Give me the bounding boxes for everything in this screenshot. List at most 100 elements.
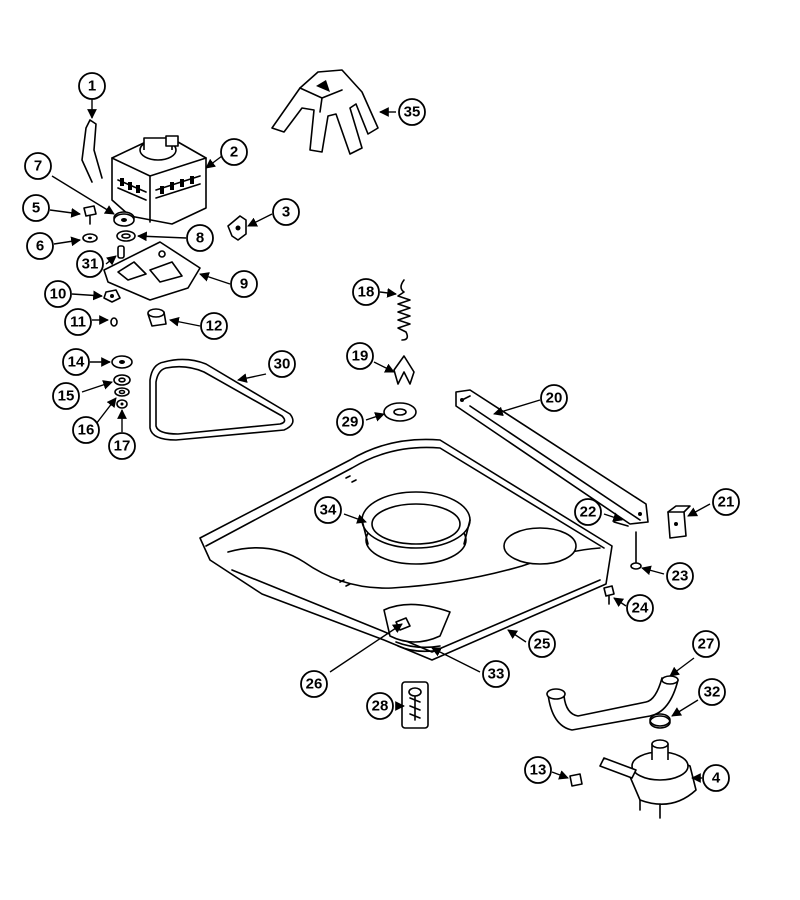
part-1-spring-clip [81,119,103,183]
callout-16: 16 [72,416,100,444]
part-3-bracket [227,215,247,241]
callout-4: 4 [702,764,730,792]
callout-32: 32 [698,678,726,706]
svg-text:10: 10 [50,286,67,303]
svg-text:13: 13 [530,762,547,779]
part-34-bearing-ring [361,491,471,565]
svg-text:27: 27 [698,636,715,653]
part-35-agitator-spider [271,69,379,155]
svg-text:20: 20 [546,390,563,407]
part-26-screw [383,603,451,643]
callout-23: 23 [666,562,694,590]
svg-text:1: 1 [88,78,96,95]
svg-text:7: 7 [34,158,42,175]
svg-text:18: 18 [358,284,375,301]
svg-text:29: 29 [342,414,359,431]
svg-text:11: 11 [70,314,86,331]
svg-text:30: 30 [274,356,291,373]
part-15-washer [113,374,131,386]
svg-text:19: 19 [352,348,369,365]
part-9-motor-mount-plate [103,241,201,301]
part-13-plug [569,773,583,787]
callout-12: 12 [200,312,228,340]
svg-text:4: 4 [712,770,721,787]
callout-17: 17 [108,432,136,460]
callout-8: 8 [186,224,214,252]
leader-lines [49,98,711,783]
svg-text:28: 28 [372,698,389,715]
svg-text:24: 24 [632,600,649,617]
callout-34: 34 [314,496,342,524]
svg-text:17: 17 [114,438,131,455]
svg-text:31: 31 [82,256,99,273]
callout-6: 6 [26,232,54,260]
part-22-pin [613,521,629,527]
callout-26: 26 [300,670,328,698]
part-11-pin [110,317,118,327]
callout-31: 31 [76,250,104,278]
callout-2: 2 [220,138,248,166]
svg-text:23: 23 [672,568,689,585]
svg-text:32: 32 [704,684,721,701]
callout-18: 18 [352,278,380,306]
callout-10: 10 [44,280,72,308]
callout-9: 9 [230,270,258,298]
svg-text:21: 21 [718,494,735,511]
part-2-drive-motor [111,135,207,225]
callout-21: 21 [712,488,740,516]
part-31-spacer [117,245,125,259]
svg-text:26: 26 [306,676,323,693]
callout-28: 28 [366,692,394,720]
svg-text:33: 33 [488,666,505,683]
part-19-clip [393,355,415,385]
callout-20: 20 [540,384,568,412]
part-16-washer [114,387,130,397]
svg-text:2: 2 [230,144,238,161]
callout-14: 14 [62,348,90,376]
part-8-washer [116,230,136,242]
callout-5: 5 [22,194,50,222]
svg-text:9: 9 [240,276,248,293]
callout-35: 35 [398,98,426,126]
callout-11: 11 [64,308,92,336]
part-30-drive-belt [149,358,294,441]
part-6-washer [82,233,98,243]
callout-24: 24 [626,594,654,622]
part-24-screw [603,585,615,605]
svg-text:16: 16 [78,422,95,439]
part-17-nut [116,399,128,409]
part-14-pulley [111,355,133,369]
callout-7: 7 [24,152,52,180]
part-18-spring [397,279,411,341]
svg-text:25: 25 [534,636,551,653]
part-7-pulley [113,213,135,227]
part-20-brace [455,389,649,525]
callout-27: 27 [692,630,720,658]
svg-text:3: 3 [282,204,290,221]
callout-1: 1 [78,72,106,100]
callout-22: 22 [574,498,602,526]
svg-text:6: 6 [36,238,44,255]
callout-33: 33 [482,660,510,688]
callout-25: 25 [528,630,556,658]
part-32-hose-clamp [649,713,671,729]
part-21-bracket [667,505,691,539]
callout-15: 15 [52,382,80,410]
callout-3: 3 [272,198,300,226]
part-12-bushing [147,308,167,327]
svg-text:15: 15 [58,388,75,405]
part-5-bolt [83,205,97,225]
svg-text:8: 8 [196,230,204,247]
svg-text:14: 14 [68,354,85,371]
svg-text:34: 34 [320,502,337,519]
part-4-pump [599,739,697,819]
svg-text:5: 5 [32,200,40,217]
callout-30: 30 [268,350,296,378]
part-29-washer [383,402,417,422]
part-10-nut [103,289,121,303]
part-28-screw [401,681,429,729]
svg-text:12: 12 [206,318,223,335]
callout-19: 19 [346,342,374,370]
part-27-hose [546,675,679,731]
